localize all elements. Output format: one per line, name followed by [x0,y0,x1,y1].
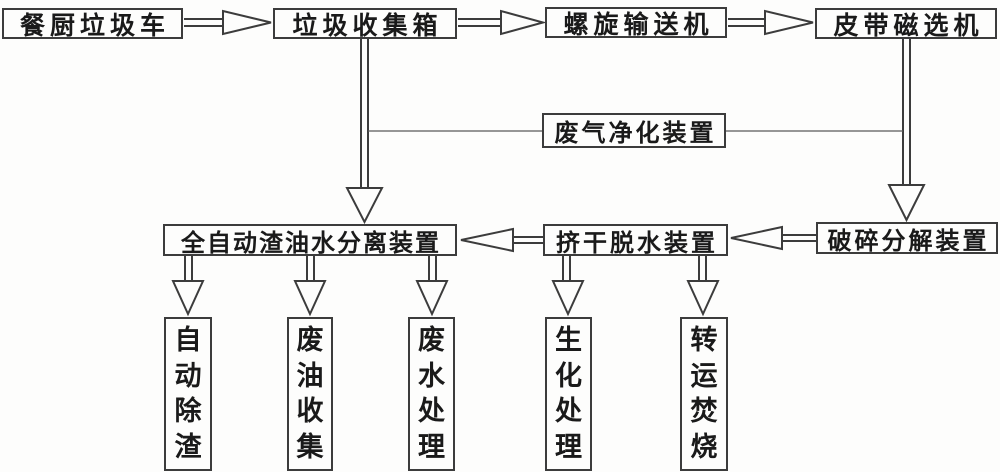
arrow-collection-to-separator [345,38,384,225]
node-garbage-collection-box: 垃圾收集箱 [273,8,457,40]
arrow-screw-to-magnetic [728,9,814,36]
node-waste-oil-collection: 废油收集 [287,317,333,471]
node-screw-conveyor: 螺旋输送机 [545,7,727,39]
arrow-collection-to-screw [458,9,547,36]
arrow-dewatering-to-separator [460,227,544,253]
node-waste-water-treatment: 废水处理 [408,317,455,471]
arrow-truck-to-collection [184,9,272,36]
node-kitchen-waste-truck: 餐厨垃圾车 [2,8,183,40]
arrow-dewatering-to-biotreat [551,256,585,317]
node-waste-gas-purifier: 废气净化装置 [542,113,726,148]
arrow-separator-to-oilcollect [293,256,327,317]
node-transfer-incineration: 转运焚烧 [680,317,728,471]
node-auto-slag-oil-water-separator: 全自动渣油水分离装置 [163,224,457,257]
node-auto-slag-removal: 自动除渣 [164,317,212,471]
node-belt-magnetic-separator: 皮带磁选机 [815,8,997,40]
arrow-dewatering-to-incineration [686,256,720,317]
arrow-separator-to-watertreat [415,256,449,317]
arrow-separator-to-autoslag [171,256,205,317]
arrow-magnetic-to-crusher [887,38,926,223]
node-squeeze-dewatering-device: 挤干脱水装置 [543,224,728,257]
node-crushing-decomposition-device: 破碎分解装置 [816,222,998,255]
arrow-crusher-to-dewatering [730,225,817,251]
node-biochemical-treatment: 生化处理 [545,317,592,471]
